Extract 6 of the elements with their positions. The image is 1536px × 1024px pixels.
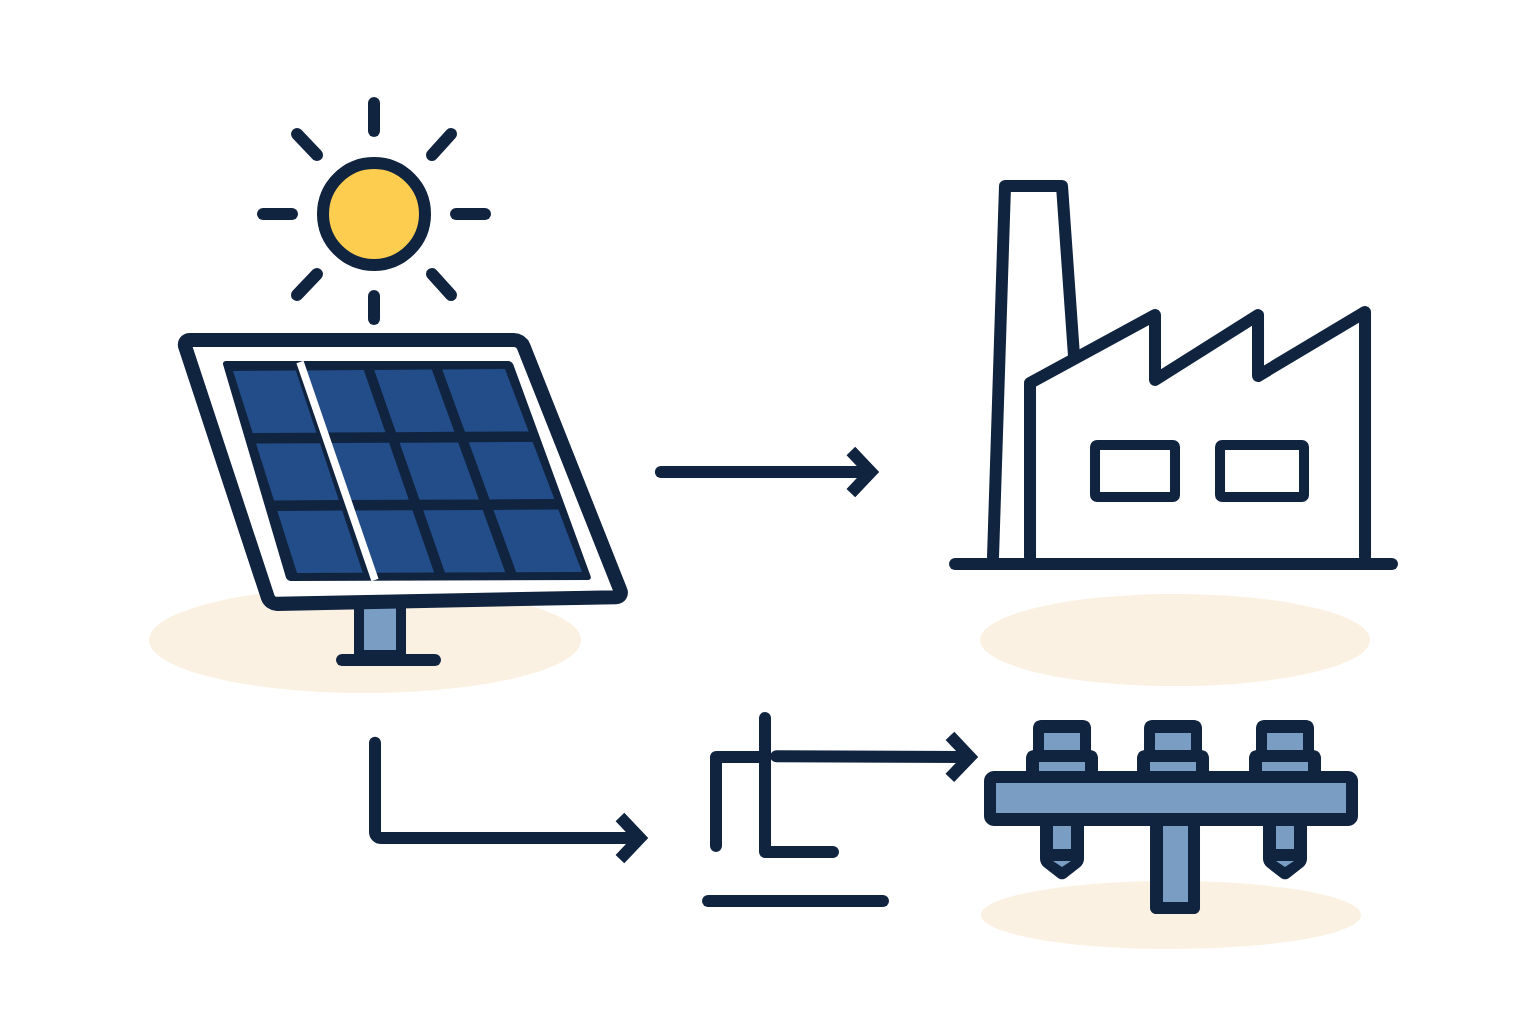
solar-panel	[177, 333, 628, 666]
arrow	[369, 736, 649, 864]
factory	[949, 180, 1399, 570]
insulator-bar	[984, 720, 1358, 914]
switch-symbol	[702, 712, 889, 907]
arrow	[770, 731, 979, 783]
